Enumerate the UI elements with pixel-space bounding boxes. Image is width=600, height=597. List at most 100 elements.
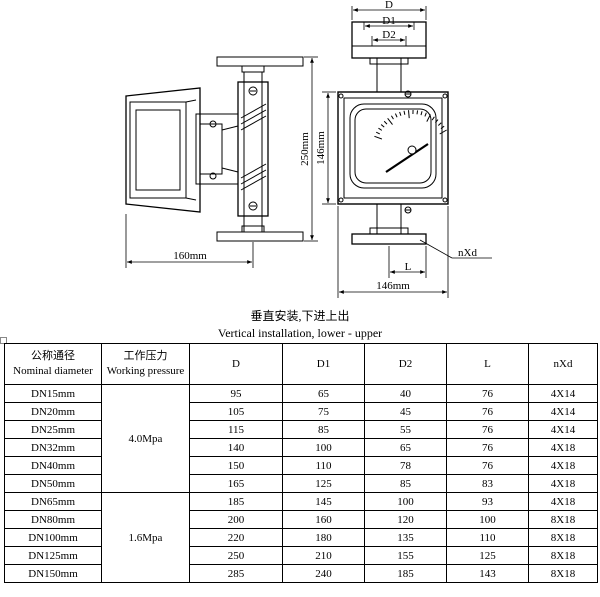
dim-label-d: D [385,0,393,11]
cell-l: 76 [446,438,529,457]
cell-nxd: 8X18 [528,564,598,583]
cell-l: 100 [446,510,529,529]
cell-l: 76 [446,402,529,421]
cell-nominal-diameter: DN80mm [4,510,102,529]
dial-tick [390,115,394,120]
cell-d2: 85 [364,474,447,493]
cell-nominal-diameter: DN40mm [4,456,102,475]
header-d2: D2 [364,343,447,385]
cell-l: 143 [446,564,529,583]
cell-d: 200 [189,510,283,529]
dim-label-160mm: 160mm [173,250,207,262]
cell-pressure-group: 1.6Mpa [101,492,190,583]
dial-tick [431,116,435,121]
dim-label-146mm-vertical: 146mm [315,131,327,165]
cell-d: 165 [189,474,283,493]
caption-english: Vertical installation, lower - upper [217,326,383,340]
cell-d2: 155 [364,546,447,565]
dial-scale [374,110,447,140]
cell-d2: 78 [364,456,447,475]
header-nominal-cn: 公称通径 [31,350,75,362]
cell-d2: 55 [364,420,447,439]
header-pressure-cn: 工作压力 [123,350,168,362]
cell-d1: 65 [282,384,365,403]
dial-tick [394,113,398,118]
cell-nominal-diameter: DN25mm [4,420,102,439]
cell-d2: 45 [364,402,447,421]
caption-chinese: 垂直安装,下进上出 [250,309,350,323]
cell-d2: 135 [364,528,447,547]
cell-d1: 125 [282,474,365,493]
header-pressure-en: Working pressure [106,365,185,377]
header-d: D [189,343,283,385]
cell-nxd: 8X18 [528,510,598,529]
flowmeter-drawing: D D1 D2 250mm 146mm 160mm 146mm L nXd [125,0,492,298]
cell-nxd: 4X18 [528,438,598,457]
cell-nxd: 4X18 [528,456,598,475]
cell-l: 76 [446,420,529,439]
cell-nominal-diameter: DN65mm [4,492,102,511]
dial-tick [426,114,431,122]
cell-l: 76 [446,384,529,403]
dim-label-d2: D2 [382,29,395,41]
cell-nxd: 4X14 [528,384,598,403]
dial-tick [440,125,445,129]
dim-label-l: L [405,261,412,273]
dial-tick [378,127,383,131]
cell-d: 140 [189,438,283,457]
cell-l: 76 [446,456,529,475]
dial-pointer [385,143,429,173]
cell-d1: 75 [282,402,365,421]
dimension-table: 公称通径 Nominal diameter 工作压力 Working press… [4,343,598,583]
cell-d2: 120 [364,510,447,529]
dial-tick [380,124,385,128]
dial-tick [416,110,419,115]
dial-tick [387,117,393,125]
cell-d: 250 [189,546,283,565]
cell-nominal-diameter: DN15mm [4,384,102,403]
side-view [125,56,304,242]
cell-d1: 100 [282,438,365,457]
dim-label-nxd: nXd [458,247,477,259]
cell-l: 83 [446,474,529,493]
cell-d1: 85 [282,420,365,439]
header-d1: D1 [282,343,365,385]
dial-tick [437,122,442,126]
cell-d: 95 [189,384,283,403]
dial-tick [420,111,423,116]
cell-d: 220 [189,528,283,547]
cell-d1: 110 [282,456,365,475]
cell-d2: 100 [364,492,447,511]
table-handle[interactable] [0,337,7,344]
cell-nominal-diameter: DN20mm [4,402,102,421]
dial-hub [407,145,417,155]
header-nominal-en: Nominal diameter [13,365,93,377]
cell-nominal-diameter: DN100mm [4,528,102,547]
dial-tick [374,135,383,140]
cell-d1: 210 [282,546,365,565]
cell-d1: 145 [282,492,365,511]
front-view [337,21,449,245]
cell-nominal-diameter: DN50mm [4,474,102,493]
cell-d2: 40 [364,384,447,403]
dim-label-d1: D1 [382,15,395,27]
cell-pressure-group: 4.0Mpa [101,384,190,493]
cell-d: 105 [189,402,283,421]
dial-tick [399,111,402,116]
cell-d1: 180 [282,528,365,547]
cell-d1: 240 [282,564,365,583]
dial-tick [403,110,406,115]
header-working-pressure: 工作压力 Working pressure [101,343,190,385]
table-header-row: 公称通径 Nominal diameter 工作压力 Working press… [4,343,598,385]
cell-d: 115 [189,420,283,439]
cell-l: 93 [446,492,529,511]
header-nxd: nXd [528,343,598,385]
